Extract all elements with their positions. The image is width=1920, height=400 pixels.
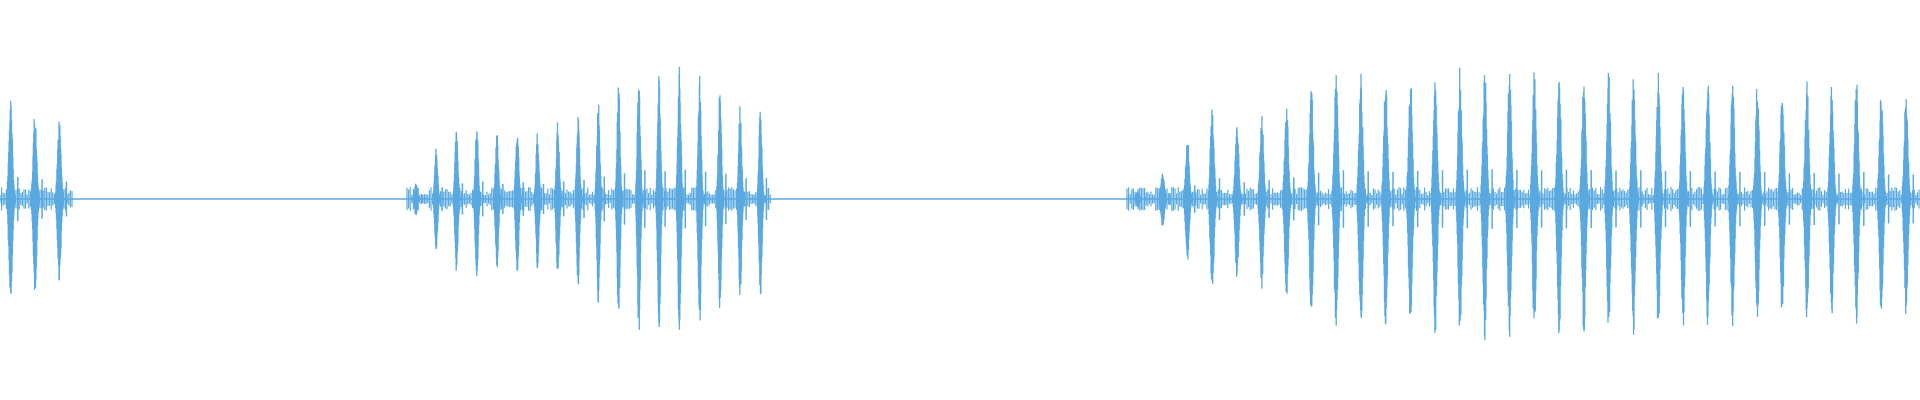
waveform-peaks: [0, 66, 1920, 341]
